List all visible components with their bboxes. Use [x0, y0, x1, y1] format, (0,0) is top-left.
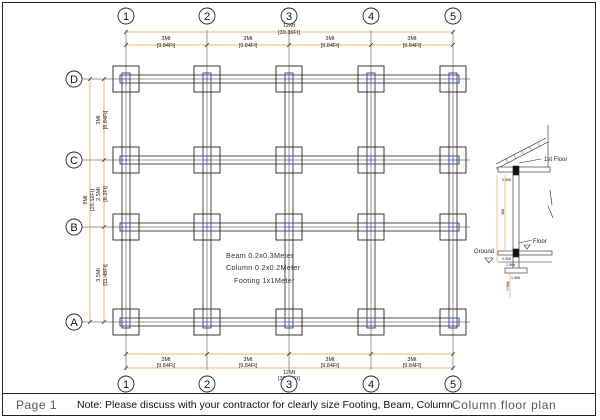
left-span-3: 3.5Mt	[96, 268, 102, 282]
left-dimension-chain: 9Mt [29.52Ft] 3Mt [9.84Ft] 2.5Mt [8.2Ft]…	[83, 76, 109, 325]
left-total-dim-ft: [29.52Ft]	[90, 189, 96, 211]
grid-label-4-top: 4	[368, 11, 374, 23]
grid-label-5-top: 5	[450, 11, 456, 23]
grid-label-1-top: 1	[123, 11, 129, 23]
grid-label-a: A	[70, 317, 78, 329]
top-span-2: 3Mt	[243, 36, 253, 42]
grid-label-1-bottom: 1	[123, 379, 129, 391]
grid-label-c: C	[70, 155, 78, 167]
section-detail	[484, 125, 554, 298]
grid-label-2-top: 2	[204, 11, 210, 23]
bottom-total-dim: 12Mt	[283, 370, 296, 376]
note-beam: Beam 0.2x0.3Meter	[226, 251, 294, 260]
grid-label-2-bottom: 2	[204, 379, 210, 391]
section-upper-floor-label: 1st Floor	[544, 157, 567, 163]
footing-d4	[357, 65, 385, 93]
left-span-1: 3Mt	[96, 115, 102, 125]
section-ground-label: Ground	[474, 249, 494, 255]
section-dim-1: 3Mt	[501, 209, 505, 215]
vertical-beams	[121, 72, 458, 329]
footing-d5	[439, 65, 467, 93]
grid-label-5-bottom: 5	[450, 379, 456, 391]
top-span-1: 3Mt	[161, 36, 171, 42]
footing-c2	[193, 146, 221, 174]
top-total-dim: 12Mt	[283, 23, 296, 29]
top-span-2-ft: [9.84Ft]	[239, 43, 258, 49]
footing-c3	[275, 146, 303, 174]
top-dimension-chain: 12Mt [39.36Ft] 3Mt [9.84Ft] 3Mt [9.84Ft]…	[123, 23, 456, 49]
footing-c1	[112, 146, 140, 174]
footing-a3	[275, 308, 303, 336]
section-dim-2: 0.3Mt	[502, 178, 511, 182]
top-span-4: 3Mt	[407, 36, 417, 42]
bottom-span-3-ft: [9.84Ft]	[321, 363, 340, 369]
section-lower-floor-label: Floor	[533, 239, 547, 245]
bottom-span-2-ft: [9.84Ft]	[239, 363, 258, 369]
grid-label-3-top: 3	[286, 11, 292, 23]
left-total-dim: 9Mt	[83, 195, 89, 205]
section-dim-3: 0.3Mt	[502, 257, 511, 261]
top-span-4-ft: [9.84Ft]	[403, 43, 422, 49]
footing-c4	[357, 146, 385, 174]
section-dim-6: 1.5Mt	[511, 276, 520, 280]
left-span-3-ft: [11.48Ft]	[103, 264, 109, 286]
footing-d3	[275, 65, 303, 93]
footing-b1	[112, 213, 140, 241]
section-dim-4: 1.5Mt	[506, 263, 515, 267]
footing-b5	[439, 213, 467, 241]
page-label: Page 1	[16, 398, 58, 412]
section-dim-5: 0.5Mt	[506, 282, 510, 291]
grid-label-3-bottom: 3	[286, 379, 292, 391]
top-span-1-ft: [9.84Ft]	[157, 43, 176, 49]
footing-d2	[193, 65, 221, 93]
title-block: Page 1 Note: Please discuss with your co…	[0, 396, 600, 416]
drawing-title: Column floor plan	[452, 398, 557, 412]
footing-d1	[112, 65, 140, 93]
footing-b2	[193, 213, 221, 241]
left-span-2: 2.5Mt	[96, 187, 102, 201]
note-column: Column 0.2x0.2Meter	[226, 263, 301, 272]
bottom-span-1: 3Mt	[161, 357, 171, 363]
top-span-3-ft: [9.84Ft]	[321, 43, 340, 49]
spec-notes: Beam 0.2x0.3Meter Column 0.2x0.2Meter Fo…	[226, 251, 301, 285]
bottom-span-2: 3Mt	[243, 357, 253, 363]
top-span-3: 3Mt	[325, 36, 335, 42]
grid-bubbles-bottom: 1 2 3 4 5	[117, 375, 462, 393]
bottom-span-4-ft: [9.84Ft]	[403, 363, 422, 369]
bottom-span-3: 3Mt	[325, 357, 335, 363]
grid-label-4-bottom: 4	[368, 379, 374, 391]
footing-b3	[275, 213, 303, 241]
bottom-span-1-ft: [9.84Ft]	[157, 363, 176, 369]
note-footing: Footing 1x1Meter	[234, 276, 295, 285]
left-span-1-ft: [9.84Ft]	[103, 110, 109, 129]
top-total-dim-ft: [39.36Ft]	[278, 30, 300, 36]
footer-divider	[2, 393, 596, 394]
left-span-2-ft: [8.2Ft]	[103, 186, 109, 202]
footing-a2	[193, 308, 221, 336]
footing-b4	[357, 213, 385, 241]
grid-label-d: D	[70, 74, 78, 86]
horizontal-beams	[119, 74, 460, 327]
section-labels: 1st Floor Floor Ground 3Mt 0.3Mt 0.3Mt 1…	[474, 157, 567, 291]
bottom-dimension-chain: 3Mt [9.84Ft] 3Mt [9.84Ft] 3Mt [9.84Ft] 3…	[123, 351, 456, 382]
footing-a5	[439, 308, 467, 336]
footing-a1	[112, 308, 140, 336]
footing-a4	[357, 308, 385, 336]
contractor-note: Note: Please discuss with your contracto…	[77, 399, 453, 411]
grid-bubbles-top: 1 2 3 4 5	[117, 7, 462, 25]
grid-label-b: B	[70, 222, 77, 234]
grid-bubbles-left: D C B A	[65, 70, 83, 331]
footings-and-columns	[112, 65, 467, 336]
footing-c5	[439, 146, 467, 174]
bottom-span-4: 3Mt	[407, 357, 417, 363]
